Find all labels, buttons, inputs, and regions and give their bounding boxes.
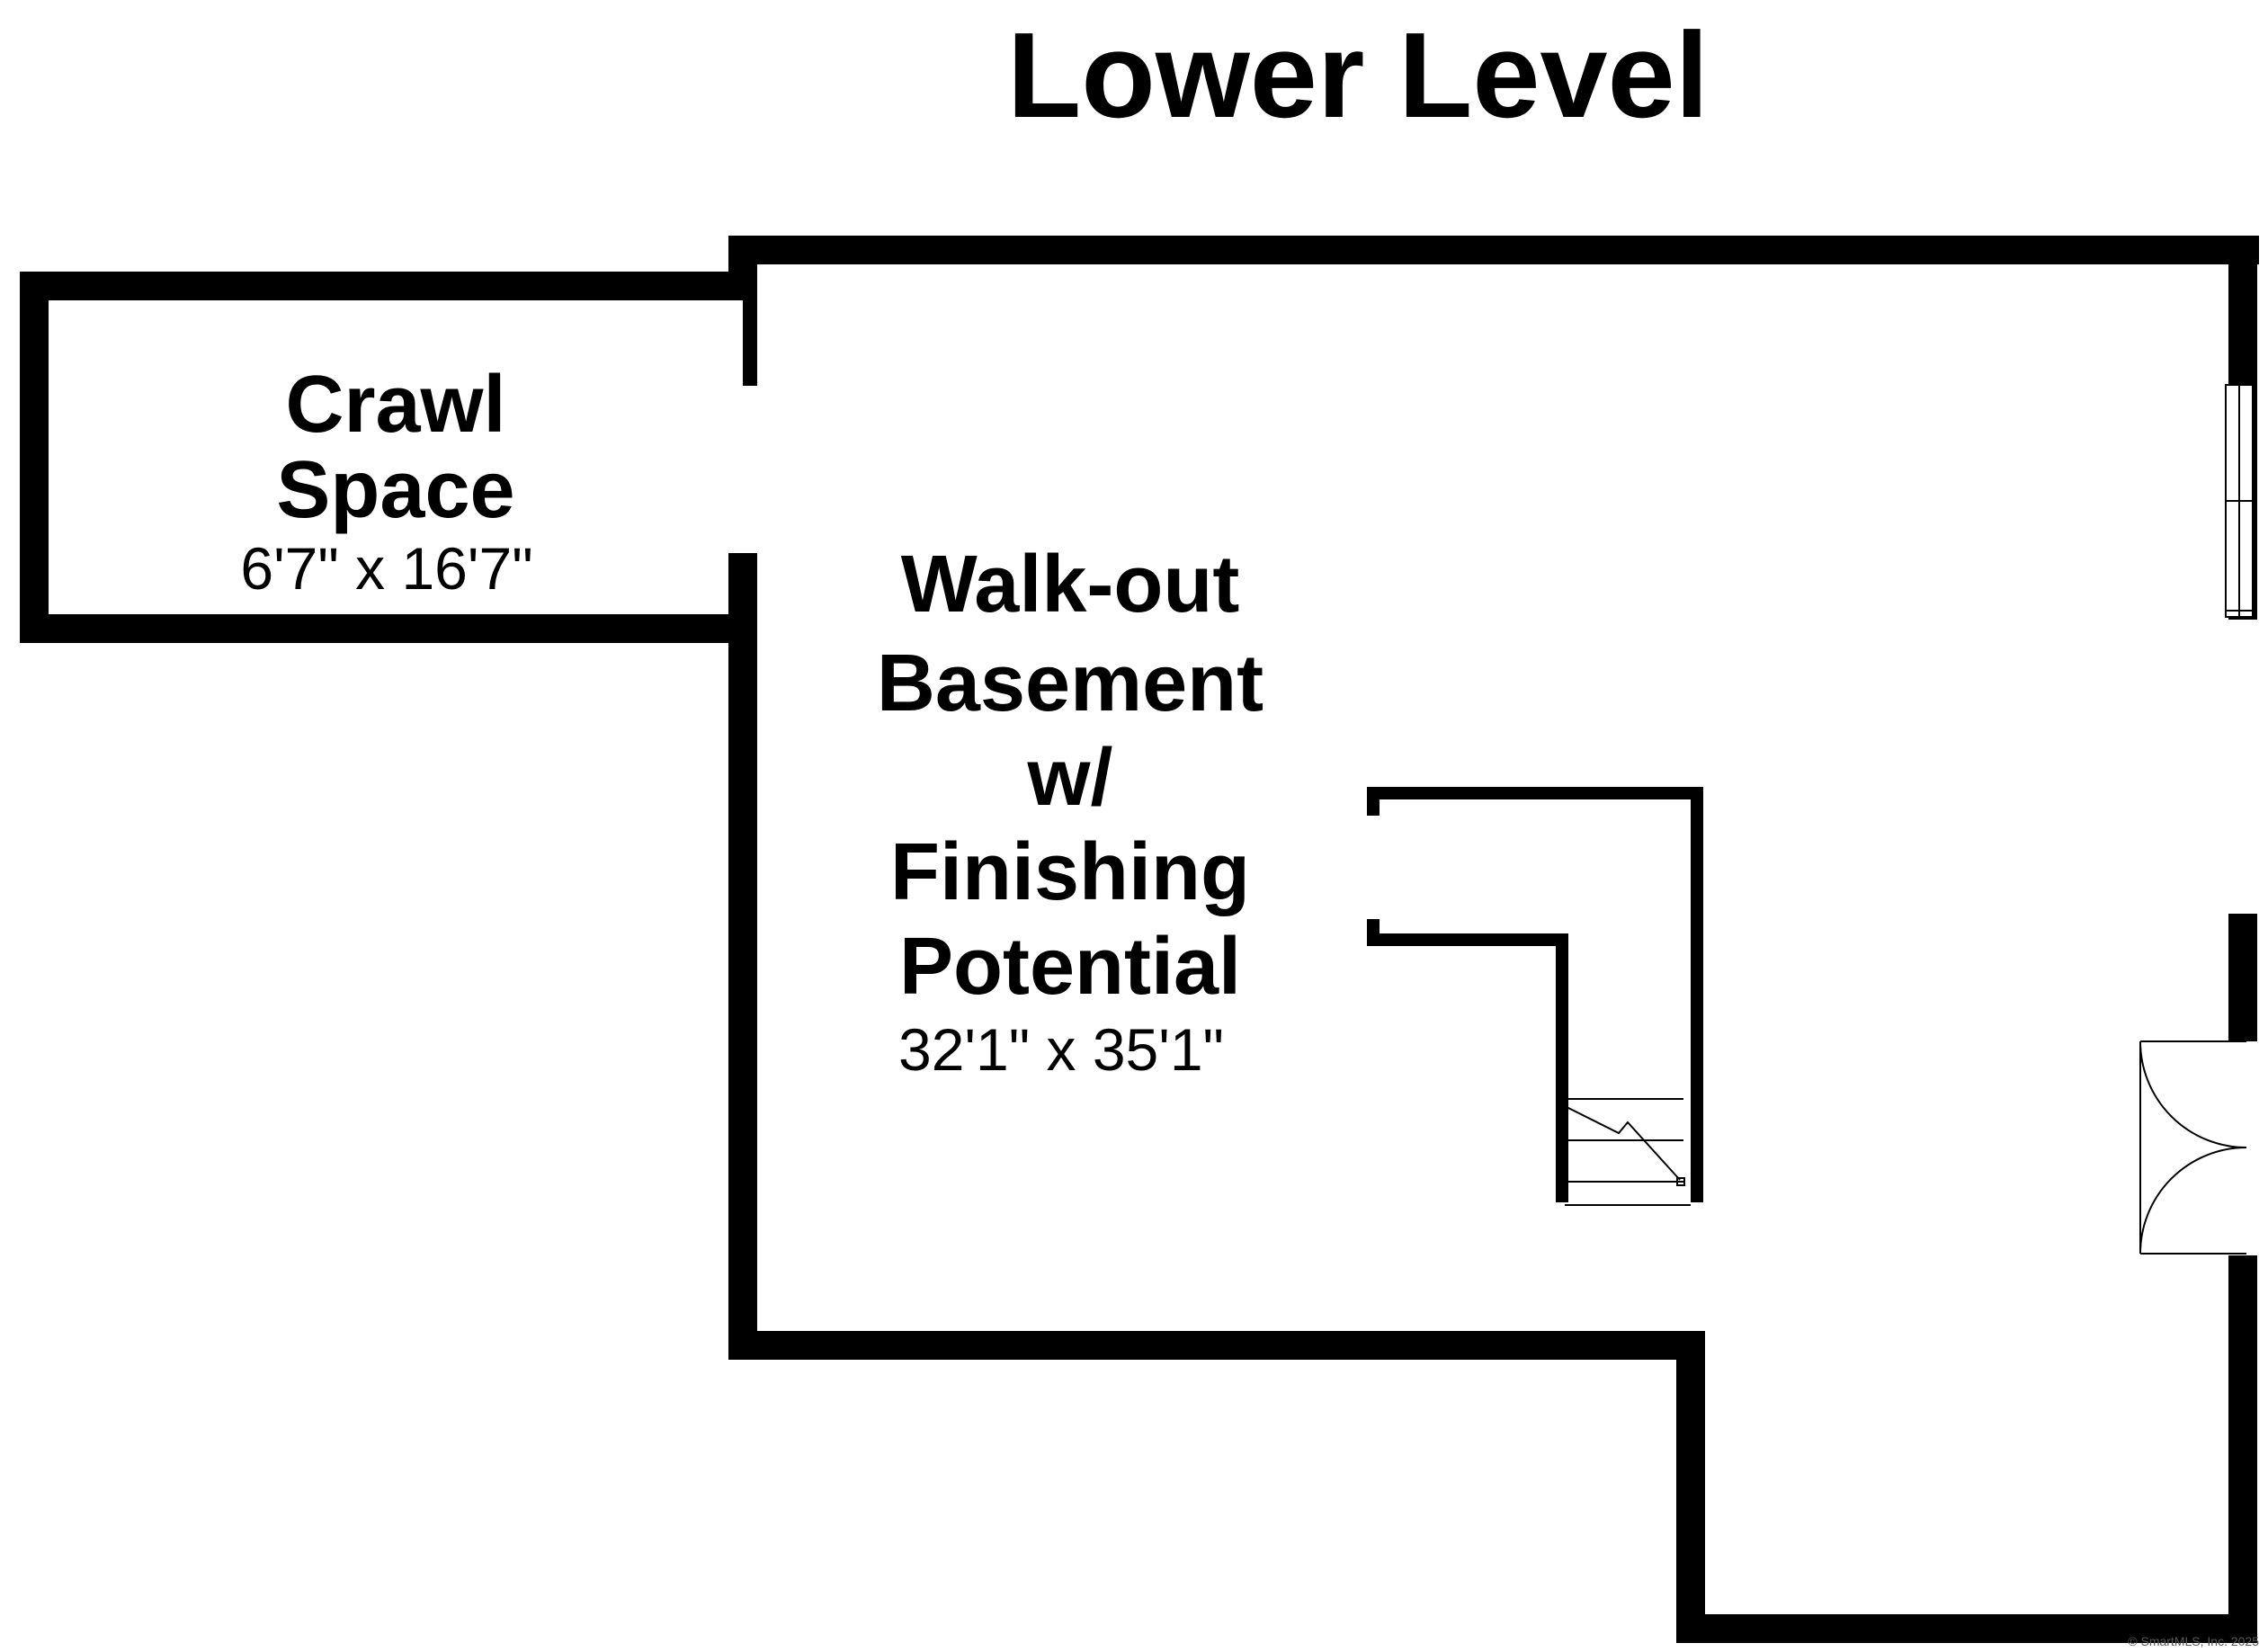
room-name-line: w/	[1026, 733, 1112, 823]
floor-title: Lower Level	[1007, 7, 1709, 143]
room-name-line: Walk-out	[901, 540, 1240, 630]
stairs-icon	[1564, 1098, 1691, 1206]
exterior-walls	[728, 236, 2259, 1643]
room-name-line: Crawl	[285, 360, 505, 450]
room-dimensions: 6'7" x 16'7"	[240, 535, 532, 602]
copyright-credit: © SmartMLS, Inc. 2025	[2128, 1634, 2259, 1648]
room-name-line: Space	[276, 445, 514, 535]
double-door-icon	[2139, 1040, 2247, 1255]
window-icon	[2225, 384, 2254, 618]
crawl-space-walls	[20, 272, 757, 643]
room-name-line: Potential	[899, 922, 1241, 1012]
room-dimensions: 32'1" x 35'1"	[898, 1016, 1224, 1083]
room-label-basement: Walk-out Basement w/ Finishing Potential…	[877, 540, 1263, 1083]
room-label-crawl-space: Crawl Space 6'7" x 16'7"	[240, 360, 532, 602]
stair-enclosure	[1367, 787, 1703, 1202]
room-name-line: Basement	[877, 638, 1263, 728]
room-name-line: Finishing	[890, 827, 1250, 917]
